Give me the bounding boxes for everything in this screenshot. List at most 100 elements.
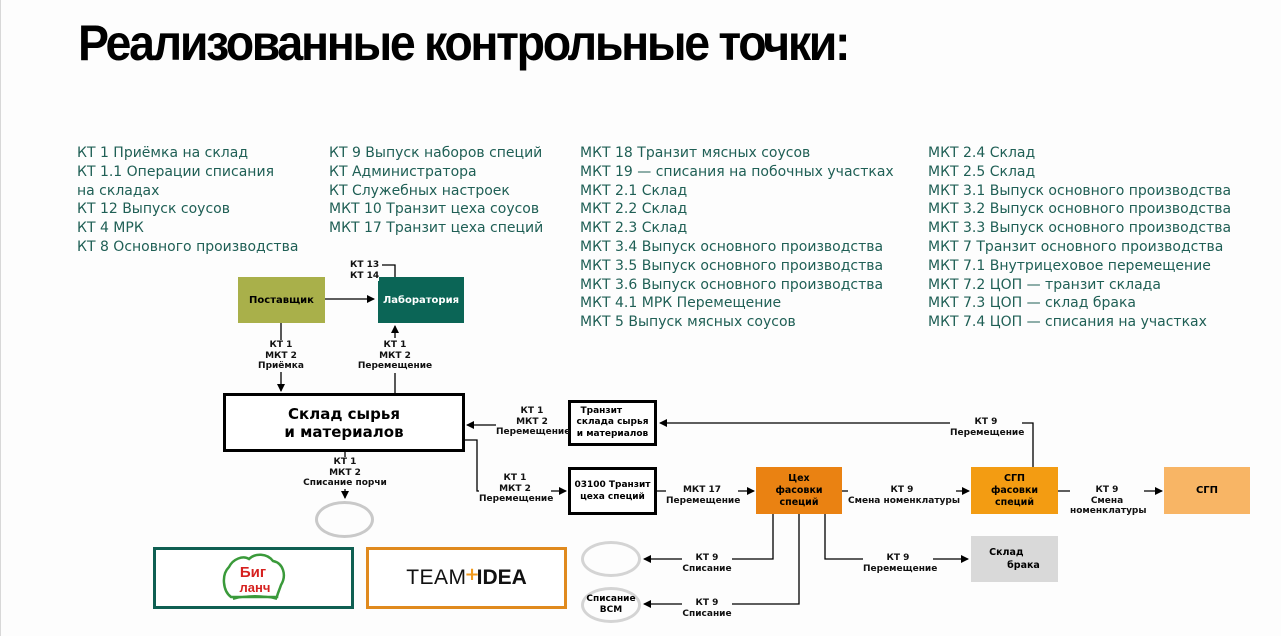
big-lunch-logo: Биг ланч <box>153 547 354 609</box>
checkpoint-item: МКТ 3.3 Выпуск основного производства <box>928 220 1232 237</box>
label-line: Смена номенклатуры <box>848 495 961 506</box>
node-label: СГП <box>1195 485 1219 496</box>
checkpoint-item: КТ 1 Приёмка на склад <box>77 145 249 161</box>
label-line: Перемещение <box>357 361 433 371</box>
node-label: Транзит <box>580 405 623 416</box>
label-line: КТ 13 <box>350 260 380 270</box>
label-line: Списание порчи <box>303 478 387 488</box>
checkpoint-item: КТ 9 Выпуск наборов специй <box>329 145 543 161</box>
node-label: и материалов <box>576 428 649 439</box>
checkpoint-list-1: КТ 1 Приёмка на склад КТ 1.1 Операции сп… <box>77 144 298 257</box>
label-line: Перемещение <box>950 427 1025 438</box>
team-idea-logo: TEAM + IDEA <box>366 547 567 609</box>
node-label: цеха специй <box>580 492 645 502</box>
checkpoint-item: МКТ 7.4 ЦОП — списания на участках <box>928 314 1207 331</box>
checkpoint-item: КТ 8 Основного производства <box>77 238 299 255</box>
node-supplier: Поставщик <box>238 277 325 323</box>
node-label: Склад <box>989 547 1024 558</box>
node-label: Склад сырья <box>288 404 400 423</box>
label-line: КТ 1 <box>383 340 407 350</box>
label-line: Списание <box>682 608 732 619</box>
chef-hat-icon: Биг ланч <box>222 553 285 600</box>
node-laboratory: Лаборатория <box>378 277 464 323</box>
label-line: КТ 9 <box>886 553 910 563</box>
node-label: СГП <box>1004 472 1025 484</box>
plus-icon: + <box>464 563 480 585</box>
label-line: КТ 9 <box>974 417 998 427</box>
node-label: ВСМ <box>599 605 623 615</box>
label-line: КТ 1 <box>333 457 357 467</box>
checkpoint-item: МКТ 3.1 Выпуск основного производства <box>928 182 1232 199</box>
node-label: 03100 Транзит <box>574 480 651 490</box>
checkpoint-item: МКТ 7.3 ЦОП — склад брака <box>928 295 1136 312</box>
slide-edge <box>0 0 1 636</box>
checkpoint-item: МКТ 4.1 МРК Перемещение <box>580 295 782 312</box>
page-title: Реализованные контрольные точки: <box>78 15 851 71</box>
checkpoint-item: МКТ 3.4 Выпуск основного производства <box>580 238 884 255</box>
node-transit-spices: 03100 Транзит цеха специй <box>568 467 657 515</box>
edge-sgppacking-transit <box>659 419 1034 467</box>
logo-text: Биг <box>239 564 265 581</box>
node-label: Цех <box>788 472 810 484</box>
checkpoint-item: МКТ 3.5 Выпуск основного производства <box>580 257 884 274</box>
checkpoint-item: МКТ 2.5 Склад <box>928 163 1036 180</box>
edge-kt13 <box>382 264 396 277</box>
label-line: Смена <box>1090 495 1124 506</box>
label-line: КТ 9 <box>695 598 719 608</box>
label-line: Перемещение <box>863 563 938 574</box>
label-line: МКТ 2 <box>516 416 548 427</box>
label-line: КТ 1 <box>520 406 544 416</box>
checkpoint-item: МКТ 7.1 Внутрицеховое перемещение <box>928 257 1211 274</box>
node-label: Списание <box>586 594 636 604</box>
checkpoint-item: МКТ 7.2 ЦОП — транзит склада <box>928 276 1161 293</box>
checkpoint-item: МКТ 2.4 Склад <box>928 145 1036 161</box>
node-sgp: СГП <box>1164 467 1250 514</box>
node-spoilage-terminal <box>315 501 374 538</box>
checkpoint-item: МКТ 10 Транзит цеха соусов <box>329 201 540 218</box>
checkpoint-item: КТ 4 МРК <box>77 220 144 237</box>
checkpoint-item: МКТ 7 Транзит основного производства <box>928 238 1224 255</box>
node-label: склада сырья <box>576 417 649 428</box>
checkpoint-item: МКТ 2.2 Склад <box>580 201 688 218</box>
checkpoint-item: МКТ 3.6 Выпуск основного производства <box>580 276 884 293</box>
logo-text-idea: IDEA <box>476 566 527 589</box>
label-line: МКТ 2 <box>329 467 361 478</box>
label-line: КТ 9 <box>1095 485 1119 495</box>
checkpoint-item: КТ 12 Выпуск соусов <box>77 201 230 218</box>
checkpoint-item: МКТ 3.2 Выпуск основного производства <box>928 201 1232 218</box>
checkpoint-list-3: МКТ 18 Транзит мясных соусов МКТ 19 — сп… <box>580 144 894 332</box>
label-line: КТ 14 <box>350 270 380 281</box>
logo-text: ланч <box>239 580 270 595</box>
label-line: Списание <box>682 563 732 574</box>
node-label: Поставщик <box>249 294 314 306</box>
label-line: КТ 9 <box>695 553 719 563</box>
checkpoint-item: МКТ 2.3 Склад <box>580 220 688 237</box>
node-label: фасовки специй <box>775 484 823 508</box>
label-line: номенклатуры <box>1070 506 1147 516</box>
node-label: фасовки специй <box>990 484 1039 508</box>
label-line: Перемещение <box>496 427 571 437</box>
checkpoint-item: МКТ 5 Выпуск мясных соусов <box>580 314 796 331</box>
label-line: Перемещение <box>479 494 554 504</box>
label-line: МКТ 2 <box>499 483 531 494</box>
label-line: КТ 1 <box>503 473 527 483</box>
checkpoint-item: КТ 1.1 Операции списания <box>77 163 274 180</box>
